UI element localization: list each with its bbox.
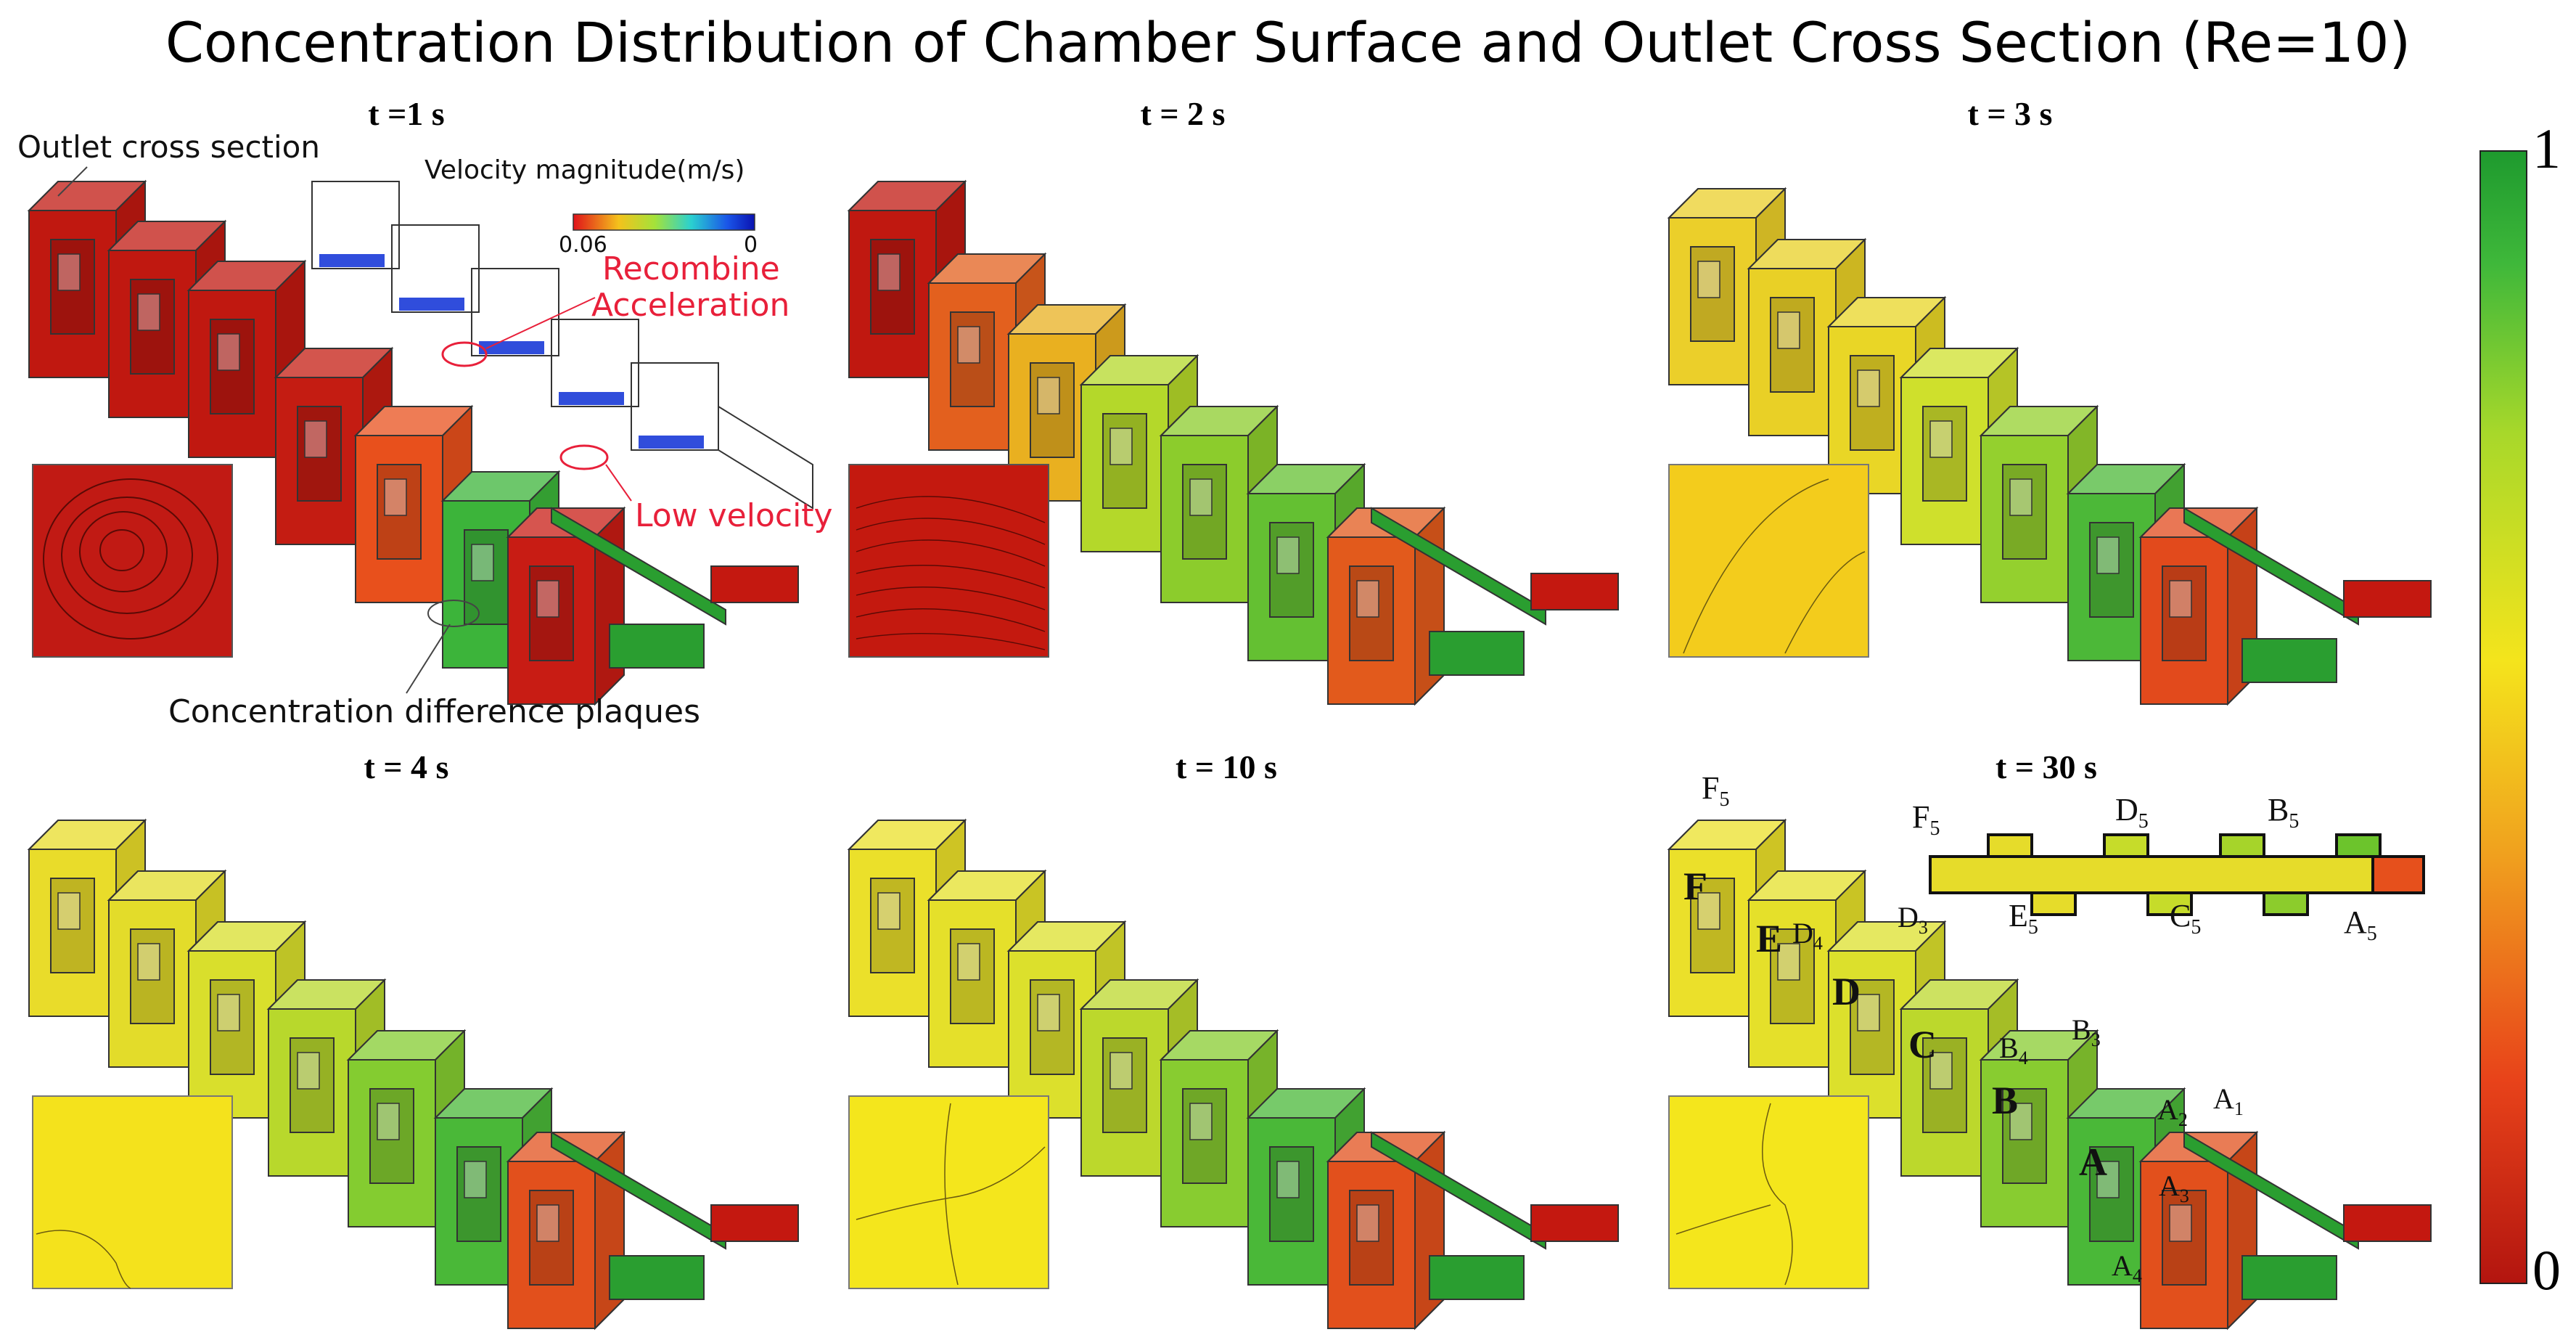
label-A5: A5 xyxy=(2344,904,2377,945)
colorbar-max-label: 1 xyxy=(2532,117,2561,180)
label-F: F xyxy=(1683,865,1707,908)
panel-4-time: t = 4 s xyxy=(364,748,449,785)
panel-1-section xyxy=(32,464,233,658)
label-F5-top: F5 xyxy=(1702,770,1730,811)
figure-title: Concentration Distribution of Chamber Su… xyxy=(165,10,2411,75)
plaques-label: Concentration difference plaques xyxy=(168,693,701,730)
panel-5-time: t = 10 s xyxy=(1176,748,1277,785)
label-E: E xyxy=(1756,917,1783,960)
label-A2: A2 xyxy=(2157,1093,2188,1130)
label-D: D xyxy=(1832,970,1861,1013)
panel-3-geometry xyxy=(1668,188,2432,705)
colorbar-min-label: 0 xyxy=(2532,1238,2561,1302)
velocity-title: Velocity magnitude(m/s) xyxy=(424,155,745,185)
panel-2-section xyxy=(848,464,1049,658)
panel-3-time: t = 3 s xyxy=(1967,95,2053,132)
panel-6-section xyxy=(1668,1095,1869,1289)
colorbar-gradient xyxy=(2479,150,2527,1284)
label-F5: F5 xyxy=(1912,799,1940,840)
label-B4: B4 xyxy=(1999,1031,2028,1069)
panel-1-time: t =1 s xyxy=(368,95,445,132)
panel-1-geometry xyxy=(28,166,813,705)
label-D3: D3 xyxy=(1898,901,1928,938)
label-B3: B3 xyxy=(2072,1013,2101,1050)
recombine-label: Recombine xyxy=(602,250,780,287)
low-velocity-label: Low velocity xyxy=(635,497,833,534)
panel-4-geometry xyxy=(28,820,799,1329)
label-A1: A1 xyxy=(2213,1082,2244,1119)
panel-2-time: t = 2 s xyxy=(1140,95,1226,132)
velocity-max: 0.06 xyxy=(559,232,607,258)
label-B5: B5 xyxy=(2268,792,2300,833)
panel-5-geometry xyxy=(848,820,1619,1329)
outlet-label: Outlet cross section xyxy=(17,129,320,165)
label-A4: A4 xyxy=(2112,1249,2142,1286)
label-C: C xyxy=(1908,1023,1937,1066)
label-A: A xyxy=(2079,1140,2107,1184)
label-E5: E5 xyxy=(2009,898,2038,939)
velocity-min: 0 xyxy=(744,232,758,258)
label-D4: D4 xyxy=(1792,917,1823,954)
acceleration-label: Acceleration xyxy=(591,287,790,324)
panel-4-section xyxy=(32,1095,233,1289)
panel-2-geometry xyxy=(848,181,1619,705)
panel-6-geometry xyxy=(1668,820,2432,1329)
panel-5-section xyxy=(848,1095,1049,1289)
label-C5: C5 xyxy=(2170,898,2202,939)
label-A3: A3 xyxy=(2159,1169,2189,1206)
label-D5: D5 xyxy=(2115,792,2149,833)
panel-3-section xyxy=(1668,464,1869,658)
label-B: B xyxy=(1992,1079,2019,1122)
panel-6-time: t = 30 s xyxy=(1995,748,2097,785)
panel-6-strip-inset xyxy=(1929,833,2425,916)
